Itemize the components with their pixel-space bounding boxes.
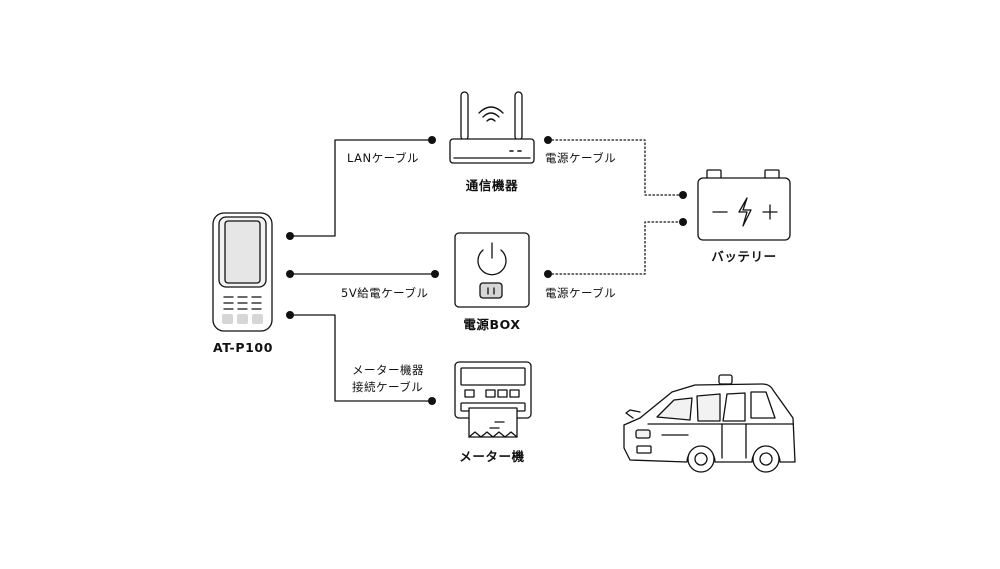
router-power-cable-label: 電源ケーブル (545, 151, 617, 165)
box-power-cable-label: 電源ケーブル (545, 286, 617, 300)
meter-cable-label-line2: 接続ケーブル (352, 380, 424, 394)
battery-icon (697, 169, 791, 241)
taxi-icon (623, 374, 796, 473)
terminal-name: AT-P100 (212, 340, 274, 355)
power-5v-cable-label: 5V給電ケーブル (341, 286, 429, 300)
power-box-icon (454, 232, 530, 308)
wifi-router-icon (449, 91, 535, 164)
connector-dots (286, 136, 687, 405)
lan-cable-line (289, 139, 433, 237)
power-box-name: 電源BOX (463, 317, 521, 332)
box-power-cable-line (547, 221, 684, 275)
router-name: 通信機器 (465, 178, 519, 193)
meter-cable-line (289, 314, 433, 402)
lan-cable-label: LANケーブル (347, 151, 419, 165)
router-power-cable-line (547, 139, 684, 196)
battery-name: バッテリー (711, 249, 777, 264)
taxi-meter-icon (454, 361, 532, 438)
meter-name: メーター機 (459, 449, 525, 464)
meter-cable-label-line1: メーター機器 (352, 363, 424, 377)
payment-terminal-icon (212, 212, 273, 332)
